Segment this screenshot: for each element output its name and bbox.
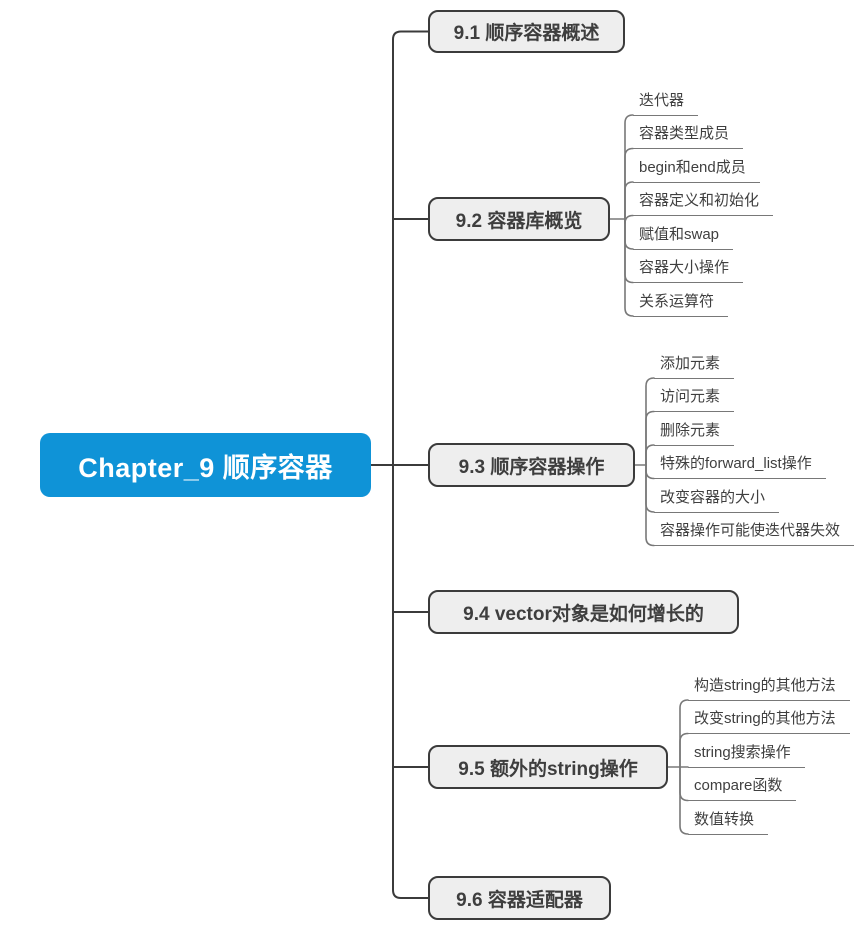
subtopic[interactable]: 赋值和swap: [633, 217, 734, 250]
subtopic[interactable]: 构造string的其他方法: [688, 668, 850, 701]
branch-topic-9-2[interactable]: 9.2 容器库概览: [428, 197, 610, 241]
subtopic[interactable]: 迭代器: [633, 83, 699, 116]
subtopic[interactable]: 关系运算符: [633, 284, 729, 317]
subtopic[interactable]: 容器操作可能使迭代器失效: [654, 513, 855, 546]
branch-topic-9-4[interactable]: 9.4 vector对象是如何增长的: [428, 590, 739, 634]
subtopic[interactable]: 数值转换: [688, 802, 769, 835]
subtopic[interactable]: 改变string的其他方法: [688, 701, 850, 734]
subtopic[interactable]: 删除元素: [654, 413, 735, 446]
subtopic[interactable]: string搜索操作: [688, 735, 805, 768]
branch-topic-9-1[interactable]: 9.1 顺序容器概述: [428, 10, 625, 53]
subtopic[interactable]: 特殊的forward_list操作: [654, 446, 826, 479]
subtopic[interactable]: compare函数: [688, 768, 797, 801]
subtopic[interactable]: begin和end成员: [633, 150, 760, 183]
subtopic[interactable]: 容器类型成员: [633, 116, 744, 149]
subtopic[interactable]: 添加元素: [654, 346, 735, 379]
branch-topic-9-6[interactable]: 9.6 容器适配器: [428, 876, 611, 920]
subtopic[interactable]: 改变容器的大小: [654, 480, 780, 513]
branch-topic-9-5[interactable]: 9.5 额外的string操作: [428, 745, 668, 789]
root-topic[interactable]: Chapter_9 顺序容器: [40, 433, 371, 497]
subtopic[interactable]: 容器定义和初始化: [633, 183, 774, 216]
subtopic[interactable]: 容器大小操作: [633, 250, 744, 283]
branch-topic-9-3[interactable]: 9.3 顺序容器操作: [428, 443, 635, 487]
subtopic[interactable]: 访问元素: [654, 379, 735, 412]
